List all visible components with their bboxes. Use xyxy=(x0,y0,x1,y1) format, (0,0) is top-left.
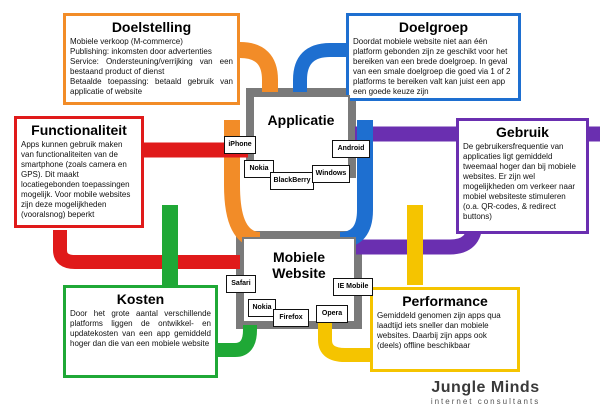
doelgroep-card: Doelgroep Doordat mobiele website niet a… xyxy=(346,13,521,101)
tube-functionaliteit-lower xyxy=(53,230,240,269)
performance-card: Performance Gemiddeld genomen zijn apps … xyxy=(370,287,520,372)
platform-windows-chip: Windows xyxy=(312,165,350,183)
mobiele-website-title-line2: Website xyxy=(272,265,326,281)
tube-doelgroep-top xyxy=(293,43,352,92)
doelstelling-body: Mobiele verkoop (M-commerce) Publishing:… xyxy=(66,37,237,97)
browser-firefox-chip: Firefox xyxy=(273,309,309,327)
platform-nokia-chip: Nokia xyxy=(244,160,274,178)
functionaliteit-text: Apps kunnen gebruik maken van functional… xyxy=(21,140,131,219)
doelstelling-card: Doelstelling Mobiele verkoop (M-commerce… xyxy=(63,13,240,105)
kosten-text: Door het grote aantal verschillende plat… xyxy=(70,309,211,348)
doelstelling-title: Doelstelling xyxy=(111,19,192,35)
applicatie-title: Applicatie xyxy=(267,112,335,128)
tube-kosten-lower xyxy=(210,325,257,357)
browser-nokia-chip: Nokia xyxy=(248,299,276,317)
mobiele-website-title-line1: Mobiele xyxy=(272,249,326,265)
doelstelling-line: Service: Ondersteuning/verrijking van ee… xyxy=(70,57,233,76)
gebruik-body: De gebruikersfrequentie van applicaties … xyxy=(459,142,586,222)
performance-text: Gemiddeld genomen zijn apps qua laadtijd… xyxy=(377,311,501,350)
platform-android-chip: Android xyxy=(332,140,370,158)
doelgroep-text: Doordat mobiele website niet aan één pla… xyxy=(353,37,511,96)
functionaliteit-title: Functionaliteit xyxy=(31,122,127,138)
gebruik-card: Gebruik De gebruikersfrequentie van appl… xyxy=(456,118,589,234)
functionaliteit-body: Apps kunnen gebruik maken van functional… xyxy=(17,140,141,220)
functionaliteit-card: Functionaliteit Apps kunnen gebruik make… xyxy=(14,116,144,228)
doelgroep-title: Doelgroep xyxy=(398,19,469,35)
doelgroep-body: Doordat mobiele website niet aan één pla… xyxy=(349,37,518,97)
jungle-minds-logo: Jungle Minds internet consultants xyxy=(383,379,588,409)
platform-iphone-chip: iPhone xyxy=(224,136,256,154)
browser-safari-chip: Safari xyxy=(226,275,256,293)
tube-doelstelling-top xyxy=(210,42,278,92)
kosten-card: Kosten Door het grote aantal verschillen… xyxy=(63,285,218,378)
kosten-body: Door het grote aantal verschillende plat… xyxy=(66,309,215,349)
doelstelling-line: Betaalde toepassing: betaald gebruik van… xyxy=(70,77,233,96)
performance-title: Performance xyxy=(402,293,488,309)
doelstelling-line: Mobiele verkoop (M-commerce) xyxy=(70,37,183,46)
tube-performance-lower xyxy=(318,300,372,362)
gebruik-title: Gebruik xyxy=(496,124,549,140)
logo-sub-text: internet consultants xyxy=(430,397,541,406)
browser-opera-chip: Opera xyxy=(316,305,348,323)
doelstelling-line: Publishing: inkomsten door advertenties xyxy=(70,47,212,56)
performance-body: Gemiddeld genomen zijn apps qua laadtijd… xyxy=(373,311,517,351)
browser-iemobile-chip: IE Mobile xyxy=(333,278,373,296)
kosten-title: Kosten xyxy=(116,291,165,307)
gebruik-text: De gebruikersfrequentie van applicaties … xyxy=(463,142,576,221)
platform-blackberry-chip: BlackBerry xyxy=(270,172,314,190)
logo-main-text: Jungle Minds xyxy=(431,379,540,396)
